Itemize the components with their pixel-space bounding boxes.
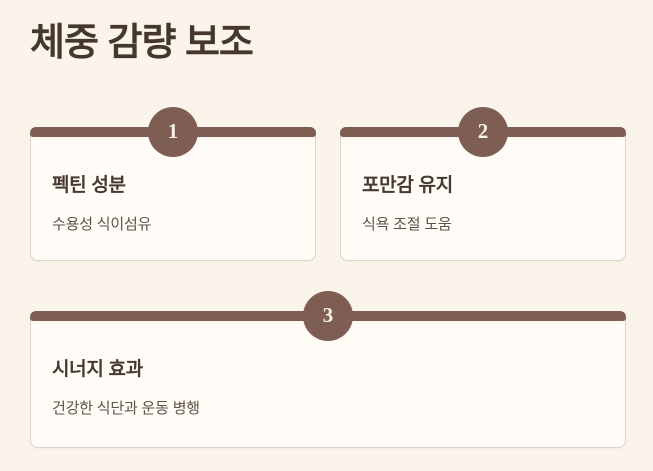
step-number-badge: 3 [303, 290, 353, 341]
step-number: 3 [322, 303, 334, 327]
card-description: 수용성 식이섬유 [52, 215, 152, 233]
step-number-badge: 2 [458, 106, 508, 157]
card-title: 펙틴 성분 [52, 174, 126, 196]
card-title: 포만감 유지 [362, 174, 453, 196]
info-card-satiety: 2 포만감 유지 식욕 조절 도움 [340, 106, 626, 261]
step-number-badge: 1 [148, 106, 198, 157]
info-card-synergy: 3 시너지 효과 건강한 식단과 운동 병행 [30, 290, 626, 448]
info-card-pectin: 1 펙틴 성분 수용성 식이섬유 [30, 106, 316, 261]
card-description: 건강한 식단과 운동 병행 [52, 399, 200, 417]
card-title: 시너지 효과 [52, 358, 143, 380]
step-number: 2 [477, 119, 489, 143]
cards-row-bottom: 3 시너지 효과 건강한 식단과 운동 병행 [30, 290, 626, 448]
card-description: 식욕 조절 도움 [362, 215, 452, 233]
page-title: 체중 감량 보조 [30, 22, 254, 64]
step-number: 1 [167, 119, 179, 143]
cards-row-top: 1 펙틴 성분 수용성 식이섬유 2 포만감 유지 식욕 조절 도움 [30, 106, 626, 261]
